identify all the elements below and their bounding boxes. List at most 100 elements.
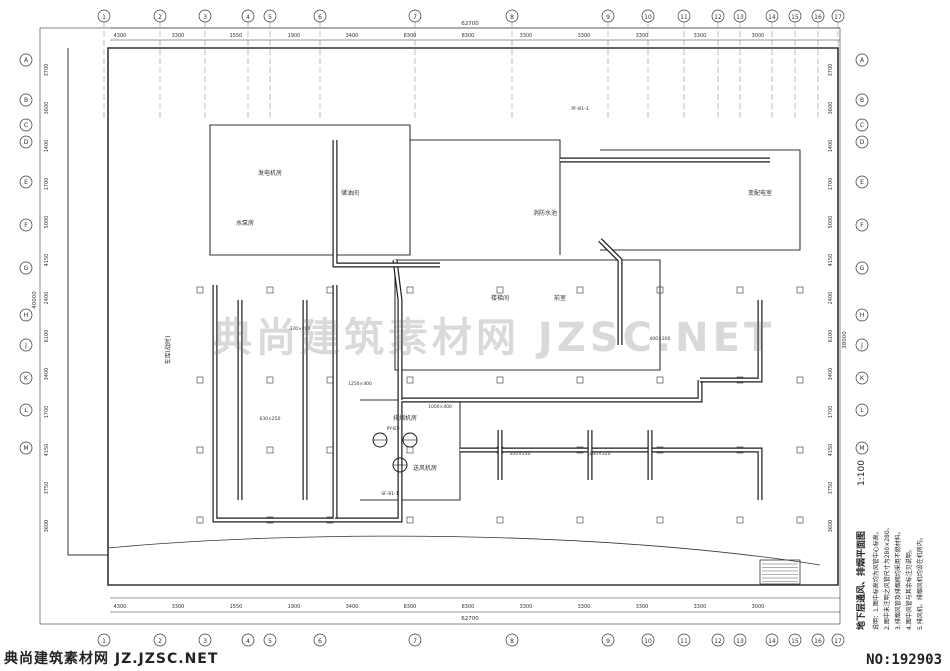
duct-south-branch xyxy=(460,447,763,500)
axis-bubble-right xyxy=(855,338,869,352)
right-dimension: 1700 xyxy=(828,178,834,191)
axis-label-bottom: 9 xyxy=(606,638,610,645)
axis-bubble-right xyxy=(855,218,869,232)
column xyxy=(496,286,504,294)
equipment-tag: PF-B1-1 xyxy=(571,106,588,112)
axis-bubble-bottom xyxy=(505,633,519,647)
axis-bubble-right xyxy=(855,135,869,149)
axis-bubble-left xyxy=(19,175,33,189)
left-dimension: 3600 xyxy=(44,102,50,115)
left-total-dimension: 40000 xyxy=(32,291,38,309)
axis-bubble-right xyxy=(855,118,869,132)
column xyxy=(196,516,204,524)
substation xyxy=(600,149,801,251)
left-dimension: 6100 xyxy=(44,330,50,343)
column xyxy=(326,376,334,384)
left-dimension: 1700 xyxy=(44,178,50,191)
title-block: 地下层通风、排烟平面图 1:100 说明：1.图中标高均为风管中心标高。2.图中… xyxy=(852,300,942,640)
ductwork xyxy=(212,140,770,523)
room-label: 楼梯间 xyxy=(491,294,509,302)
axis-bubble-bottom xyxy=(313,633,327,647)
column xyxy=(196,376,204,384)
left-dimension: 2400 xyxy=(44,292,50,305)
column xyxy=(656,376,664,384)
axis-bubble-right xyxy=(855,403,869,417)
duct-size-label: 630×250 xyxy=(260,416,281,422)
bottom-dimension: 3300 xyxy=(520,604,533,610)
axis-label-top: 14 xyxy=(768,14,776,21)
drawing-frame xyxy=(39,27,841,625)
drawing-notes: 说明：1.图中标高均为风管中心标高。2.图中未注明之风管尺寸为280×280。3… xyxy=(872,524,924,630)
duct-size-label: 400×200 xyxy=(650,336,671,342)
axis-label-left: K xyxy=(24,375,29,382)
axis-label-top: 16 xyxy=(814,14,822,21)
column xyxy=(576,286,584,294)
right-dimension: 1700 xyxy=(828,406,834,419)
duct-size-label: 320×200 xyxy=(290,326,311,332)
bottom-dimension: 3300 xyxy=(694,604,707,610)
axis-label-right: B xyxy=(860,97,864,104)
axis-bubble-left xyxy=(19,338,33,352)
axis-label-top: 12 xyxy=(714,14,722,21)
drawing-note: 3.排烟风管及排烟阀均采用不燃材料。 xyxy=(894,528,902,630)
right-dimension: 3400 xyxy=(828,368,834,381)
duct-south-branch-inner xyxy=(460,448,762,500)
axis-bubble-bottom xyxy=(788,633,802,647)
left-dimension: 4150 xyxy=(44,444,50,457)
column xyxy=(406,446,414,454)
axis-bubble-bottom xyxy=(153,633,167,647)
right-dimension: 3700 xyxy=(828,64,834,77)
axis-label-bottom: 1 xyxy=(102,638,106,645)
generator-room xyxy=(209,124,411,256)
right-dimension: 2400 xyxy=(828,292,834,305)
axis-bubble-left xyxy=(19,403,33,417)
drawing-note: 5.排风机、排烟风机均设在机房内。 xyxy=(916,534,924,630)
right-dimension: 6100 xyxy=(828,330,834,343)
top-dimension: 1550 xyxy=(230,33,243,39)
axis-label-right: E xyxy=(860,179,864,186)
axis-bubble-bottom xyxy=(263,633,277,647)
column xyxy=(326,286,334,294)
column xyxy=(406,286,414,294)
duct-size-label: 1250×400 xyxy=(348,381,372,387)
axis-label-top: 5 xyxy=(268,14,272,21)
equipment-tag: PY-B1-1 xyxy=(387,426,404,432)
footer-site: 典尚建筑素材网 JZ.JZSC.NET xyxy=(4,651,219,667)
right-dimension: 5000 xyxy=(828,216,834,229)
axis-bubble-right xyxy=(855,93,869,107)
axis-bubble-right xyxy=(855,441,869,455)
axis-label-left: F xyxy=(24,222,28,229)
axis-label-left: D xyxy=(24,139,29,146)
right-dimension: 3600 xyxy=(828,102,834,115)
exterior-wall xyxy=(107,47,839,586)
axis-bubble-left xyxy=(19,261,33,275)
axis-bubble-bottom xyxy=(601,633,615,647)
axis-label-bottom: 2 xyxy=(158,638,162,645)
equipment-tag: SF-B1-1 xyxy=(381,491,398,497)
axis-bubble-right xyxy=(855,175,869,189)
top-dimension: 3300 xyxy=(172,33,185,39)
top-total-dimension: 62700 xyxy=(461,21,479,27)
axis-label-bottom: 4 xyxy=(246,638,250,645)
axis-bubble-bottom xyxy=(711,633,725,647)
duct-substation-inner xyxy=(599,239,622,345)
axis-label-top: 1 xyxy=(102,14,106,21)
column xyxy=(656,516,664,524)
ramp-wall xyxy=(67,48,108,556)
axis-label-right: L xyxy=(860,407,864,414)
axis-label-top: 4 xyxy=(246,14,250,21)
axis-label-bottom: 14 xyxy=(768,638,776,645)
axis-label-bottom: 15 xyxy=(791,638,799,645)
column xyxy=(796,286,804,294)
axis-label-right: K xyxy=(860,375,865,382)
axis-label-left: H xyxy=(24,312,29,319)
column xyxy=(576,376,584,384)
right-dimension: 4150 xyxy=(828,254,834,267)
axis-label-top: 10 xyxy=(644,14,652,21)
drawing-note: 4.图中风管与其余标注见说明。 xyxy=(905,546,913,630)
axis-bubble-bottom xyxy=(97,633,111,647)
axis-bubble-bottom xyxy=(198,633,212,647)
axis-bubble-left xyxy=(19,118,33,132)
axis-label-right: G xyxy=(860,265,865,272)
